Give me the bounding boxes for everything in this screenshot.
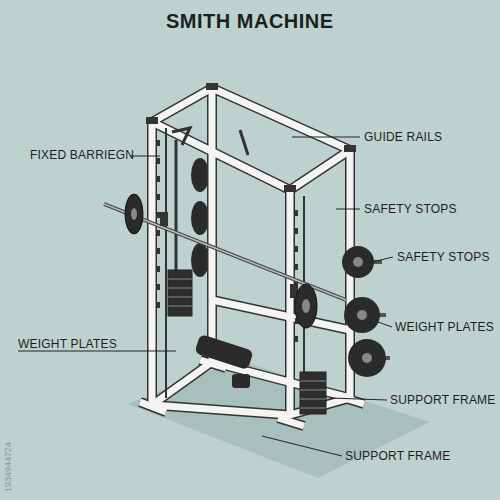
post-holes-part — [157, 176, 160, 182]
barbell-part — [160, 212, 168, 226]
barbell-part — [131, 208, 137, 220]
part-label: FIXED BARRIEGN — [30, 148, 134, 162]
weight-stacks-part — [168, 279, 192, 306]
post-holes — [157, 140, 298, 342]
guide-rails — [166, 128, 304, 410]
post-holes-part — [295, 336, 298, 342]
barbell — [104, 194, 346, 328]
support-frame-part — [140, 88, 364, 426]
stored-plates-part — [353, 257, 363, 267]
leader-lines-part — [262, 436, 342, 456]
top-pulley-part — [240, 130, 248, 155]
top-pulley — [172, 128, 248, 272]
corner-caps-part — [344, 145, 356, 152]
leader-lines — [18, 137, 393, 456]
barbell-part — [302, 299, 310, 313]
post-holes-part — [295, 210, 298, 216]
part-label: WEIGHT PLATES — [395, 320, 494, 334]
post-holes-part — [295, 246, 298, 252]
diagram-title: SMITH MACHINE — [166, 10, 334, 33]
stored-plates-part — [342, 246, 374, 278]
post-holes-part — [157, 158, 160, 164]
part-label: SAFETY STOPS — [397, 250, 490, 264]
stored-plates-part — [344, 297, 380, 333]
post-holes-part — [157, 230, 160, 236]
part-label: WEIGHT PLATES — [18, 337, 117, 351]
bench-pad — [194, 334, 253, 388]
top-pulley-part — [175, 140, 178, 272]
post-holes-part — [157, 140, 160, 146]
weight-stacks-part — [300, 372, 326, 414]
support-frame-part — [140, 88, 364, 426]
part-label: SUPPORT FRAME — [390, 393, 496, 407]
support-frame — [140, 88, 364, 426]
stored-plates — [342, 246, 390, 377]
back-plates-part — [191, 158, 209, 192]
post-holes-part — [157, 302, 160, 308]
leader-lines-part — [336, 209, 360, 210]
post-holes-part — [295, 264, 298, 270]
part-label: SUPPORT FRAME — [345, 449, 451, 463]
back-plates-part — [191, 201, 209, 235]
bench-pad-part — [194, 334, 253, 370]
post-holes-part — [295, 228, 298, 234]
leader-lines-part — [372, 257, 393, 262]
post-holes-part — [157, 266, 160, 272]
weight-stacks-part — [300, 381, 326, 408]
barbell-part — [295, 284, 317, 328]
stored-plates-part — [362, 353, 372, 363]
bench-pad-part — [232, 374, 250, 388]
leader-lines-part — [378, 322, 392, 327]
leader-lines-part — [330, 398, 387, 400]
stored-plates-part — [348, 339, 386, 377]
back-plates — [191, 158, 209, 277]
stored-plates-part — [357, 310, 367, 320]
back-plates-part — [191, 243, 209, 277]
corner-caps-part — [206, 83, 218, 90]
guide-rails-part — [165, 128, 167, 398]
weight-stacks-part — [168, 270, 192, 316]
post-holes-part — [157, 248, 160, 254]
leader-lines-part — [130, 156, 160, 157]
leader-lines-part — [292, 137, 360, 138]
corner-caps-part — [146, 117, 158, 124]
barbell-part — [125, 194, 143, 234]
post-holes-part — [157, 212, 160, 218]
weight-stacks — [168, 270, 326, 414]
watermark: 1934944724 — [3, 442, 13, 492]
post-holes-part — [157, 284, 160, 290]
part-label: GUIDE RAILS — [364, 130, 442, 144]
part-label: SAFETY STOPS — [364, 202, 457, 216]
corner-caps-part — [284, 185, 296, 192]
post-holes-part — [157, 194, 160, 200]
